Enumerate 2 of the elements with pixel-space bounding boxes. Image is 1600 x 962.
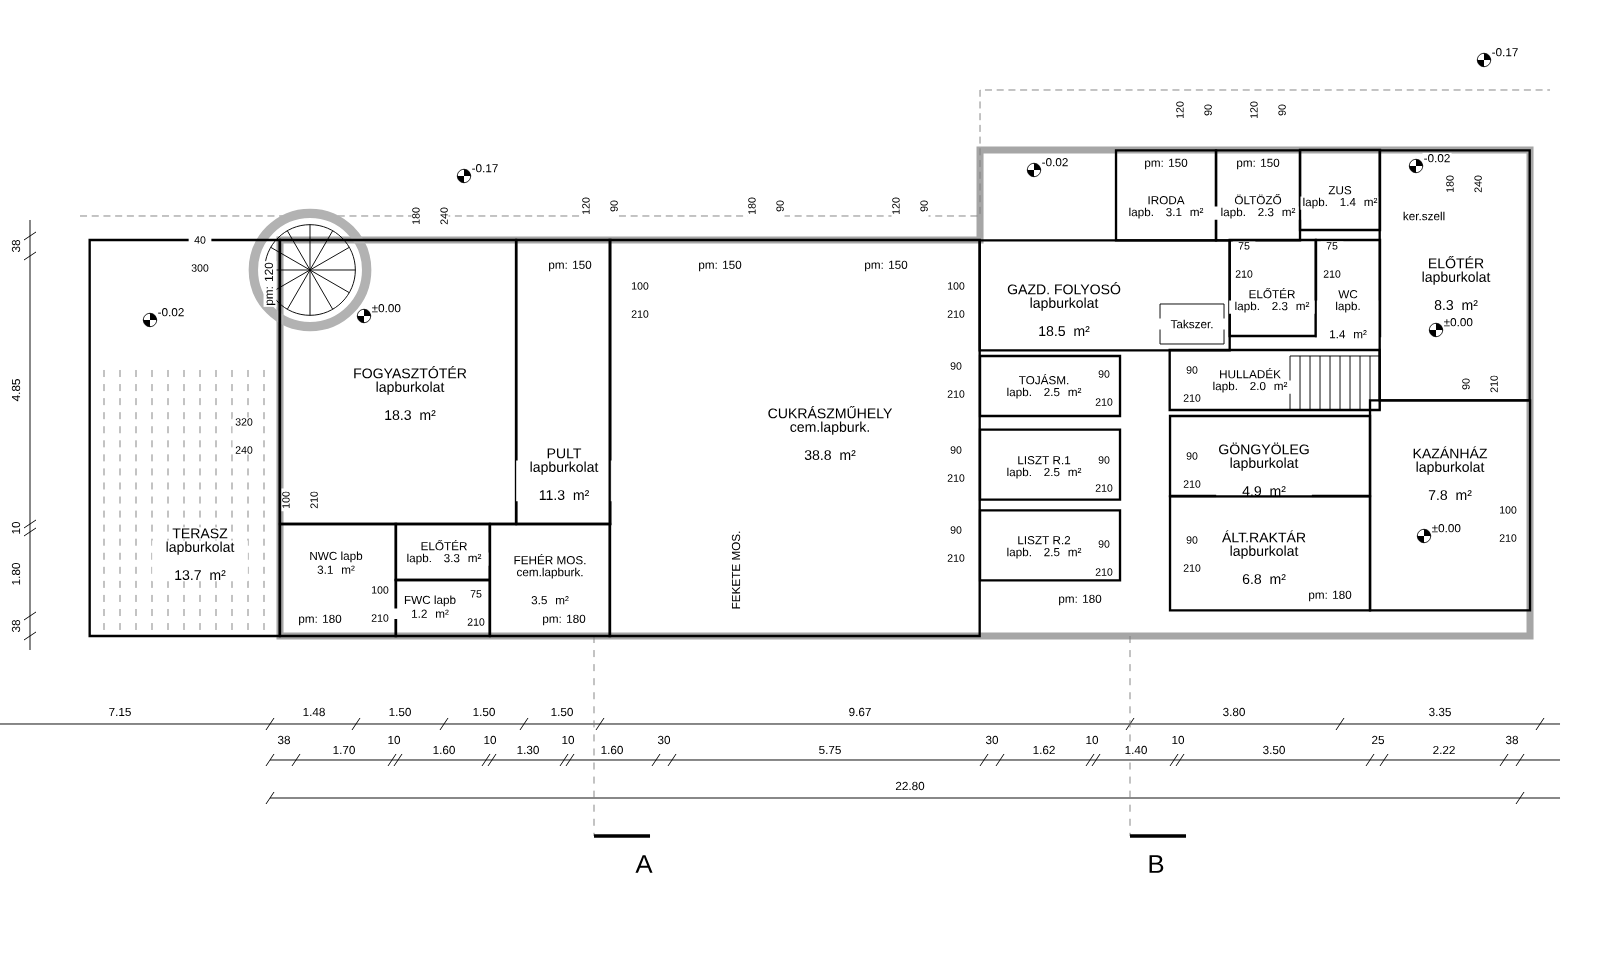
section-letter: A (635, 855, 653, 873)
section-letter: B (1149, 855, 1164, 873)
